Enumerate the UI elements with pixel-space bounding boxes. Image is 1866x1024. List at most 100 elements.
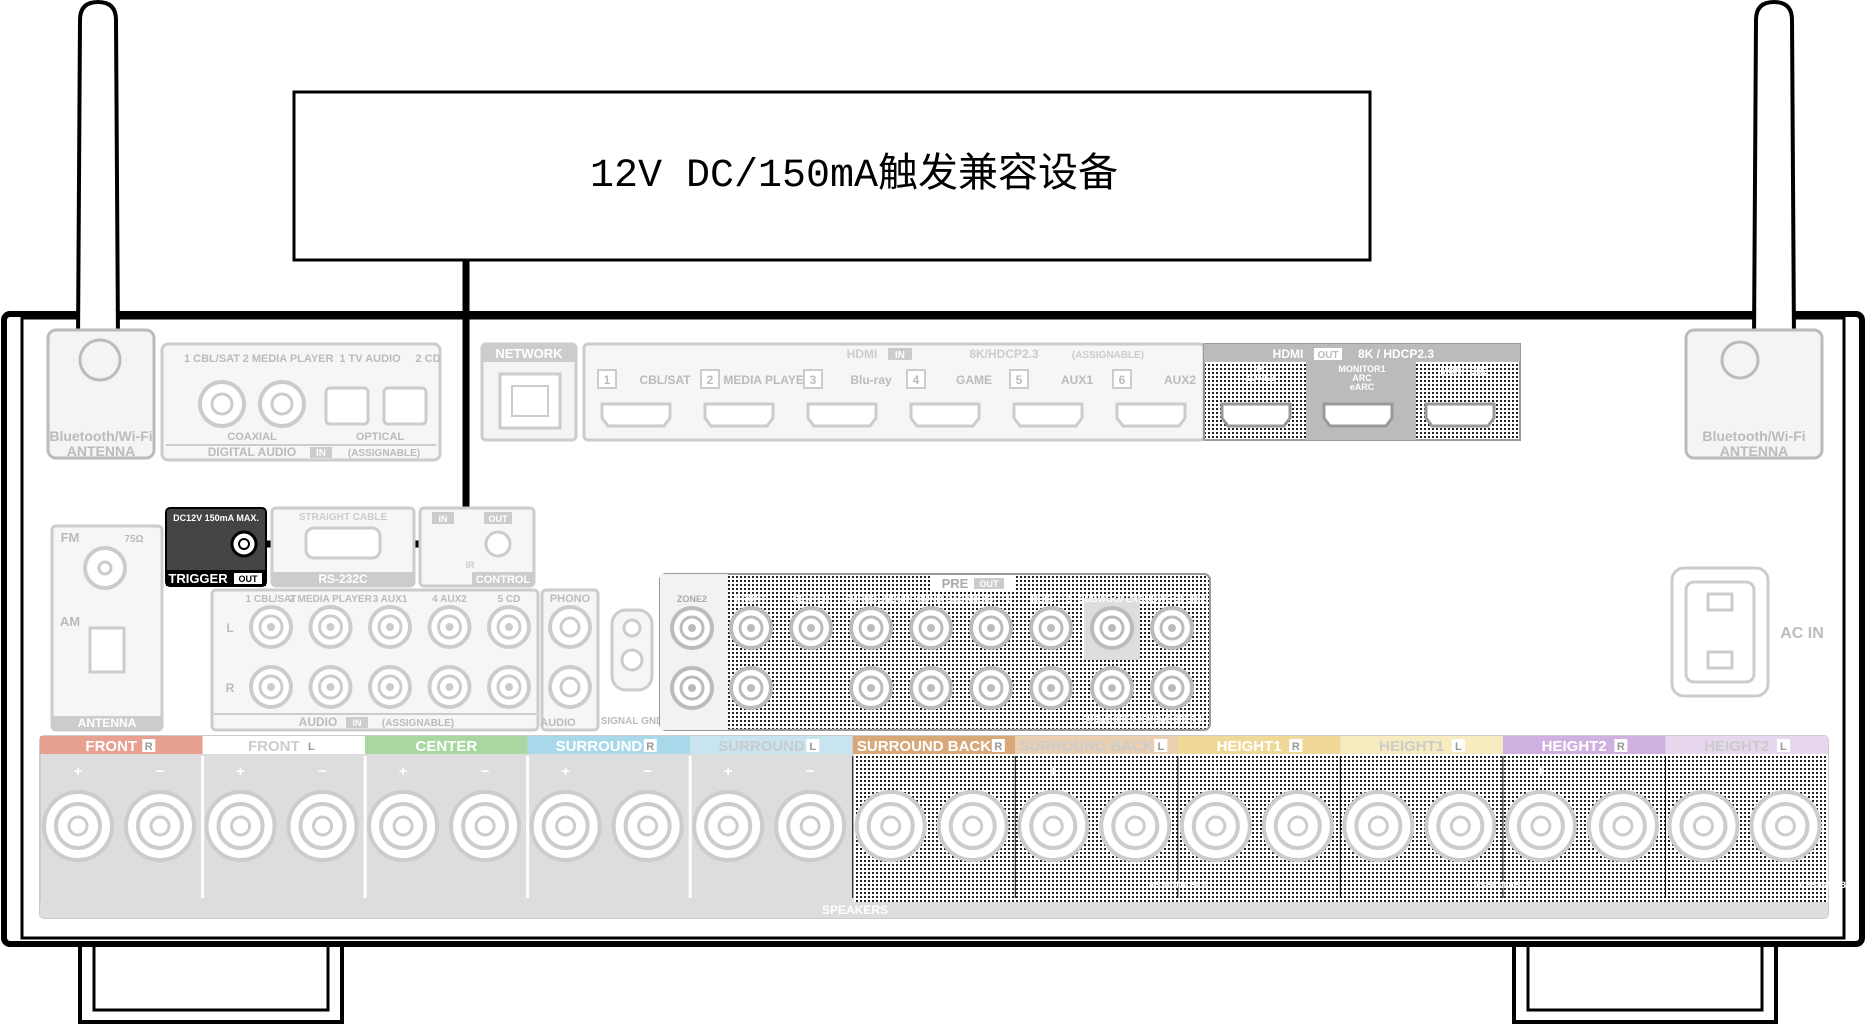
speaker-channel-name: FRONT [248, 738, 300, 755]
audio-in-assignable: (ASSIGNABLE) [382, 718, 454, 729]
speaker-terminal-plus: + [1017, 763, 1090, 862]
speaker-polarity: − [1456, 763, 1465, 780]
bt-right-label-2: ANTENNA [1720, 443, 1788, 459]
foot-right [1512, 938, 1778, 1024]
speaker-channel-name: SURROUND BACK [857, 738, 991, 755]
speaker-polarity: − [968, 763, 977, 780]
speaker-polarity: − [156, 763, 165, 780]
callout-text: 12V DC/150mA触发兼容设备 [590, 151, 1118, 199]
pre-out-jack-top [849, 606, 893, 650]
speaker-color-bar [40, 736, 203, 754]
hdmi-socket [909, 402, 981, 428]
speaker-polarity: + [1699, 763, 1708, 780]
pre-out-title: PRE [942, 576, 969, 591]
speaker-channel-name: CENTER [416, 738, 478, 755]
hdmi-in-title: HDMI [847, 347, 878, 361]
ir-out-tag: OUT [489, 514, 509, 524]
optical-label: OPTICAL [356, 431, 405, 443]
speaker-channel-side: L [1157, 741, 1164, 753]
speaker-terminal-plus: + [1179, 763, 1252, 862]
tuner-panel: FM 75Ω AM ANTENNA [50, 524, 164, 732]
speaker-terminal-plus: + [529, 763, 602, 862]
signal-gnd-label: SIGNAL GND [601, 716, 664, 727]
hdmi-socket [600, 402, 672, 428]
pre-out-jack-top [789, 606, 833, 650]
phono-panel: PHONO AUDIO [540, 588, 600, 732]
rs232-panel: STRAIGHT CABLE RS-232C [270, 506, 416, 588]
pre-out-channel: SURROUND BACK [891, 594, 972, 710]
audio-in-label: 1 CBL/SAT [246, 594, 297, 605]
speaker-color-bar [202, 736, 366, 754]
ir-label: IR [466, 560, 476, 570]
speaker-assignable-label: ASSIGNABLE [1798, 880, 1857, 890]
hdmi-out-port-label: eARC [1350, 382, 1375, 392]
speaker-channel: FRONT R + − [40, 736, 203, 862]
coaxial-label: COAXIAL [227, 431, 277, 443]
speaker-terminal-plus: + [854, 763, 927, 862]
audio-in-column: 2 MEDIA PLAYER [289, 594, 373, 709]
pre-out-jack-top [1029, 606, 1073, 650]
digital-in-3: 1 TV AUDIO [339, 353, 401, 365]
speaker-channel: HEIGHT2 R +− [1502, 736, 1666, 898]
speaker-terminal-plus: + [204, 763, 277, 862]
speaker-terminal-plus: + [42, 763, 114, 862]
digital-audio-assignable: (ASSIGNABLE) [348, 448, 420, 459]
hdmi-socket [1115, 402, 1187, 428]
speaker-terminal-plus: + [692, 763, 765, 862]
speaker-polarity: + [399, 763, 408, 780]
hdmi-in-port-name: AUX1 [1061, 373, 1093, 387]
speaker-channel-name: HEIGHT2 [1542, 738, 1607, 755]
speaker-channel-side: R [1292, 741, 1300, 753]
digital-audio-footer: DIGITAL AUDIO [208, 445, 296, 459]
pre-out-label: SUBWOOFER 2 [1138, 594, 1205, 604]
pre-out-jack-top [1150, 606, 1194, 650]
bt-right-label-1: Bluetooth/Wi-Fi [1702, 428, 1805, 444]
antenna-right [1751, 0, 1797, 342]
foot-left [78, 938, 344, 1024]
hdmi-out-panel: HDMI OUT 8K / HDCP2.3 4KZONE2MONITOR1ARC… [1203, 343, 1521, 441]
speaker-terminal-plus: + [1504, 763, 1577, 862]
hdmi-out-port-label: MONITOR1 [1338, 364, 1385, 374]
speaker-polarity: − [806, 763, 815, 780]
pre-out-label: SURROUND BACK [891, 594, 972, 604]
speaker-polarity: + [1211, 763, 1220, 780]
bt-left-label-2: ANTENNA [67, 443, 135, 459]
digital-in-1: 1 CBL/SAT [184, 353, 240, 365]
speaker-terminal-minus: − [1586, 763, 1659, 862]
am-label: AM [60, 614, 80, 629]
speaker-channel-side: R [145, 741, 153, 753]
speaker-channel-side: L [1780, 741, 1787, 753]
signal-gnd: SIGNAL GND [601, 608, 664, 727]
speaker-channel-name: HEIGHT2 [1704, 738, 1769, 755]
tuner-antenna-label: ANTENNA [78, 716, 137, 730]
hdmi-out-port-label: 4K [1254, 364, 1266, 374]
ac-in-panel: AC IN [1670, 566, 1824, 698]
speaker-terminal-minus: − [774, 763, 847, 862]
audio-in-jack-r [249, 665, 293, 709]
hdmi-out-port-label: ZONE2 [1245, 373, 1275, 383]
speaker-channel-side: R [1617, 741, 1625, 753]
audio-in-column: 1 CBL/SAT [246, 594, 297, 709]
hdmi-socket [1424, 402, 1496, 428]
hdmi-in-port-name: Blu-ray [850, 373, 892, 387]
fm-label: FM [61, 530, 80, 545]
bt-antenna-left-panel: Bluetooth/Wi-Fi ANTENNA [46, 328, 156, 460]
speaker-terminal-minus: − [936, 763, 1009, 862]
speaker-channel-name: FRONT [85, 738, 137, 755]
rs232-label: RS-232C [318, 572, 368, 586]
hdmi-in-port-name: CBL/SAT [639, 373, 691, 387]
speaker-terminal-minus: − [1099, 763, 1172, 862]
hdmi-in-port-name: GAME [956, 373, 992, 387]
audio-in-jack-r [308, 665, 353, 709]
audio-in-jack-l [487, 605, 531, 649]
hdmi-in-port-number: 4 [913, 373, 920, 387]
